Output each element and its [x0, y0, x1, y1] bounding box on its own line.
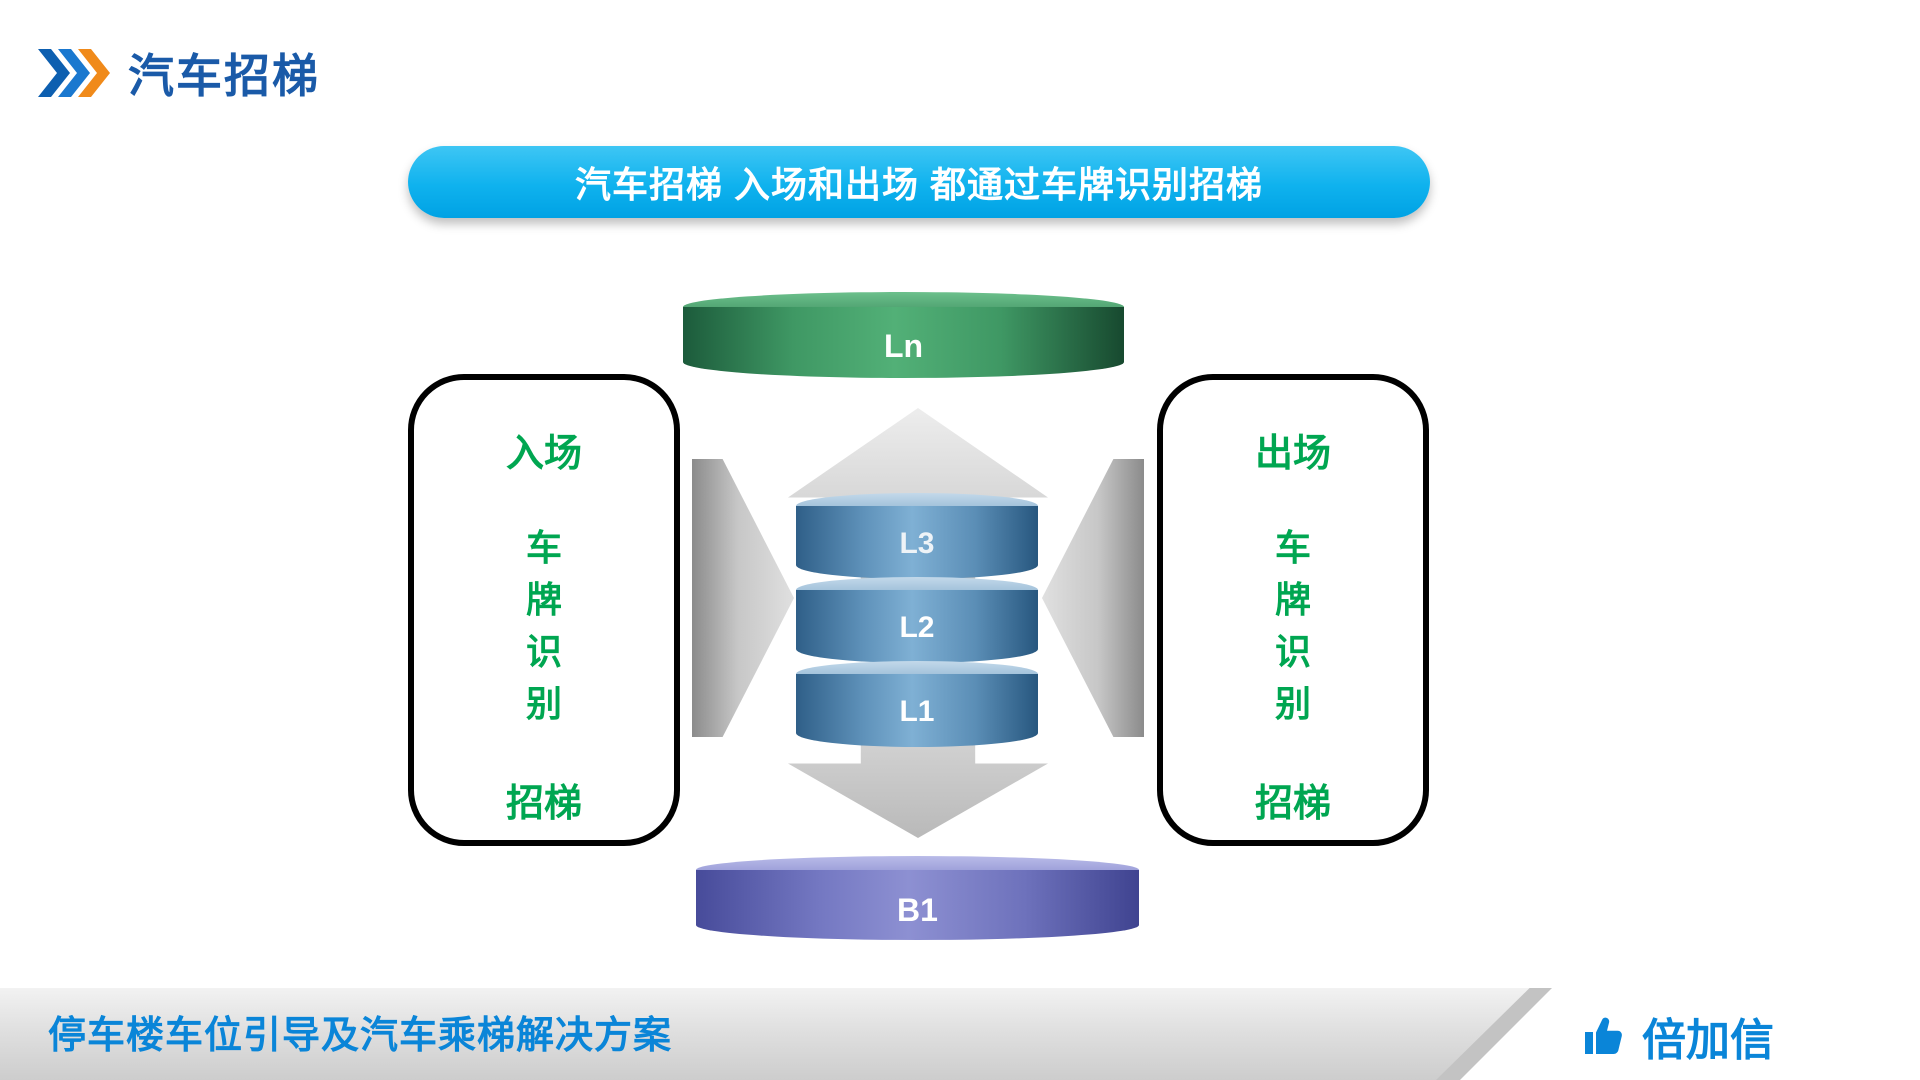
brand-logo: 倍加信 — [1580, 1004, 1774, 1068]
floor-l1-cylinder: L1 — [796, 661, 1038, 747]
header: 汽车招梯 — [38, 40, 320, 106]
entry-box: 入场 车 牌 识 别 招梯 — [408, 374, 680, 846]
entry-arrow — [692, 459, 794, 737]
floor-l3-label: L3 — [899, 527, 935, 560]
floor-b1-cylinder: B1 — [696, 856, 1139, 940]
exit-plate-recognition: 车 牌 识 别 — [1163, 522, 1423, 730]
exit-char: 别 — [1274, 683, 1311, 724]
exit-title: 出场 — [1254, 433, 1331, 475]
cylinder-body — [796, 674, 1038, 747]
floor-ln-cylinder: Ln — [683, 292, 1124, 378]
cylinder-body — [683, 307, 1124, 378]
cylinder-body — [796, 506, 1038, 579]
thumbs-up-icon — [1585, 1017, 1622, 1054]
entry-char: 牌 — [525, 579, 562, 620]
exit-action: 招梯 — [1254, 783, 1331, 825]
entry-title: 入场 — [505, 433, 582, 475]
banner: 汽车招梯 入场和出场 都通过车牌识别招梯 — [408, 146, 1430, 218]
exit-char: 车 — [1274, 527, 1311, 568]
floor-l2-label: L2 — [899, 611, 935, 644]
exit-arrow — [1042, 459, 1144, 737]
floor-l2-cylinder: L2 — [796, 577, 1038, 663]
cylinder-body — [796, 590, 1038, 663]
exit-box: 出场 车 牌 识 别 招梯 — [1157, 374, 1429, 846]
page-title: 汽车招梯 — [128, 50, 320, 102]
entry-plate-recognition: 车 牌 识 别 — [414, 522, 674, 730]
exit-char: 牌 — [1274, 579, 1311, 620]
floor-l1-label: L1 — [899, 695, 935, 728]
banner-text: 汽车招梯 入场和出场 都通过车牌识别招梯 — [574, 164, 1263, 205]
cylinder-body — [696, 870, 1139, 940]
entry-char: 车 — [525, 527, 562, 568]
floor-b1-label: B1 — [897, 892, 938, 928]
exit-char: 识 — [1274, 631, 1311, 672]
footer-slogan: 停车楼车位引导及汽车乘梯解决方案 — [48, 1015, 673, 1057]
triple-chevron-icon — [38, 49, 110, 97]
entry-char: 识 — [525, 631, 562, 672]
floor-ln-label: Ln — [883, 328, 924, 364]
floor-l3-cylinder: L3 — [796, 493, 1038, 579]
brand-name: 倍加信 — [1642, 1016, 1774, 1065]
entry-action: 招梯 — [505, 783, 582, 825]
entry-char: 别 — [525, 683, 562, 724]
